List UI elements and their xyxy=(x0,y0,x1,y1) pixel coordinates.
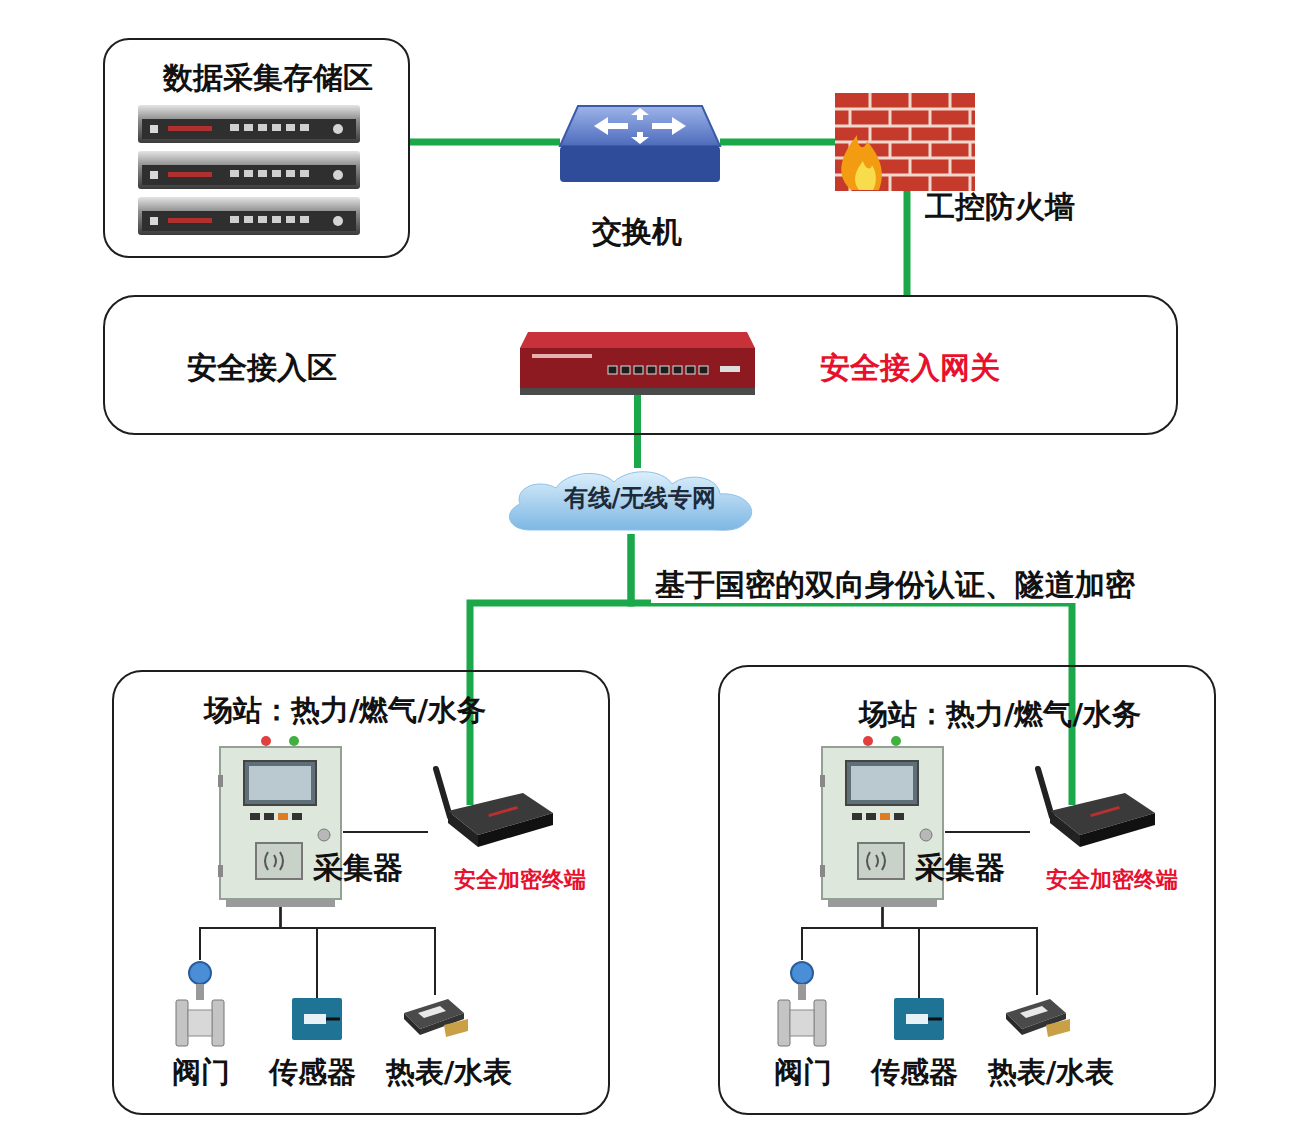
switch-icon xyxy=(560,100,720,184)
server-stack-icon xyxy=(138,105,360,235)
signal-wire xyxy=(883,907,920,998)
signal-wire xyxy=(343,831,428,833)
zone-title: 数据采集存储区 xyxy=(163,60,373,96)
valve-icon xyxy=(170,960,230,1048)
device-label: 传感器 xyxy=(269,1055,356,1090)
meter-node: 热表/水表 xyxy=(977,990,1127,1096)
signal-wire xyxy=(281,907,436,995)
terminal-node: 安全加密终端 xyxy=(1027,760,1207,900)
terminal-icon xyxy=(428,765,553,849)
network-link xyxy=(720,139,835,146)
switch-node: 交换机 xyxy=(552,95,728,255)
valve-icon xyxy=(772,960,832,1048)
station-zone: 场站：热力/燃气/水务采集器 安全加密终端阀门 传感器热表/水表 xyxy=(718,665,1216,1115)
signal-wire xyxy=(802,907,883,960)
sensor-node: 传感器 xyxy=(860,994,970,1096)
network-cloud: 有线/无线专网 xyxy=(500,468,762,534)
collector-node: 采集器 xyxy=(817,732,1012,910)
device-label: 安全加密终端 xyxy=(1046,867,1178,893)
device-label: 热表/水表 xyxy=(988,1055,1115,1090)
network-link xyxy=(904,191,911,295)
device-label: 有线/无线专网 xyxy=(564,484,717,513)
terminal-icon xyxy=(1030,765,1155,849)
valve-node: 阀门 xyxy=(762,956,847,1096)
device-label: 阀门 xyxy=(172,1055,230,1090)
gateway-node: 安全接入网关 xyxy=(515,325,1015,400)
meter-icon xyxy=(400,995,470,1040)
device-label: 热表/水表 xyxy=(386,1055,513,1090)
meter-node: 热表/水表 xyxy=(375,990,525,1096)
device-label: 阀门 xyxy=(774,1055,832,1090)
terminal-node: 安全加密终端 xyxy=(425,760,605,900)
signal-wire xyxy=(883,907,1038,995)
access-zone: 安全接入区 安全接入网关 xyxy=(103,295,1178,435)
signal-wire xyxy=(200,907,281,960)
device-label: 交换机 xyxy=(592,214,682,250)
valve-node: 阀门 xyxy=(160,956,245,1096)
device-label: 安全接入网关 xyxy=(820,350,1000,386)
device-label: 采集器 xyxy=(313,850,403,886)
device-label: 采集器 xyxy=(915,850,1005,886)
network-link xyxy=(634,395,641,468)
signal-wire xyxy=(281,907,318,998)
device-label: 工控防火墙 xyxy=(925,189,1075,225)
firewall-node: 工控防火墙 xyxy=(828,88,1092,230)
firewall-icon xyxy=(835,93,975,191)
sensor-icon xyxy=(292,998,342,1040)
storage-zone: 数据采集存储区 xyxy=(103,38,410,258)
zone-title: 场站：热力/燃气/水务 xyxy=(204,693,486,728)
sensor-node: 传感器 xyxy=(258,994,368,1096)
gateway-icon xyxy=(520,332,755,395)
station-zone: 场站：热力/燃气/水务采集器 安全加密终端阀门 传感器热表/水表 xyxy=(112,670,610,1115)
sensor-icon xyxy=(894,998,944,1040)
device-label: 传感器 xyxy=(871,1055,958,1090)
zone-title: 安全接入区 xyxy=(187,350,337,386)
zone-title: 场站：热力/燃气/水务 xyxy=(859,697,1141,732)
collector-node: 采集器 xyxy=(215,732,410,910)
signal-wire xyxy=(945,831,1030,833)
network-link xyxy=(410,139,560,146)
device-label: 安全加密终端 xyxy=(454,867,586,893)
edge-label: 基于国密的双向身份认证、隧道加密 xyxy=(651,567,1139,603)
meter-icon xyxy=(1002,995,1072,1040)
